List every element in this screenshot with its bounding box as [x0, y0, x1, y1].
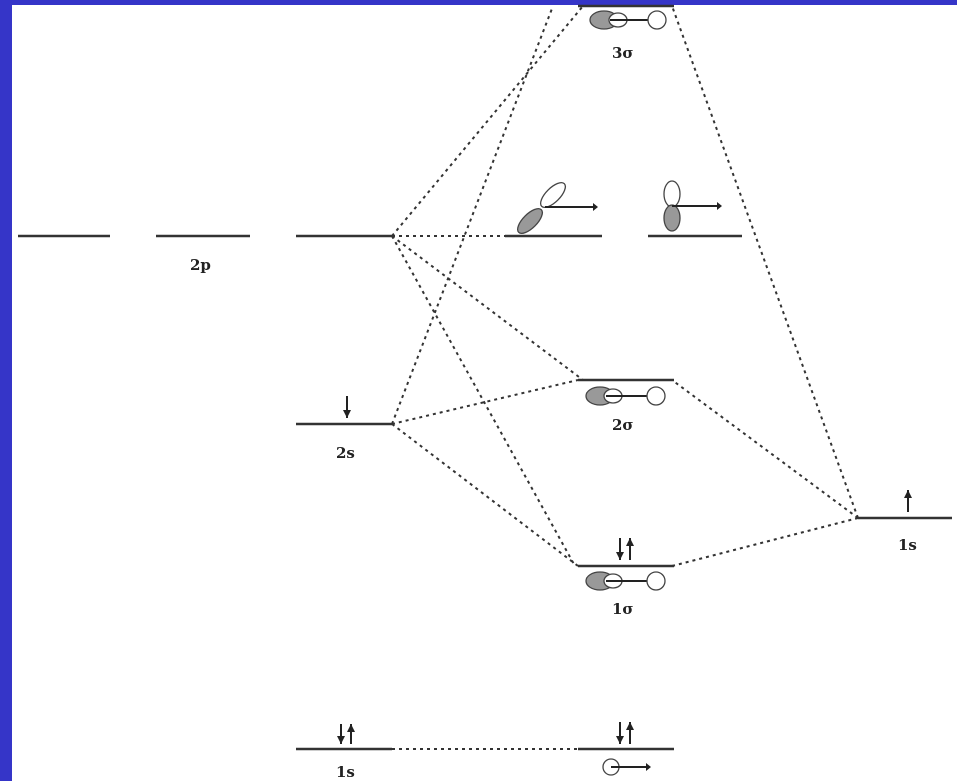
sigma-orbital-3-icon [589, 10, 667, 30]
label-h1s: 1s [898, 536, 917, 554]
electron-pair-1s [337, 724, 355, 744]
corr-2p-2sigma [391, 235, 584, 381]
label-2sigma: 2σ [612, 416, 634, 434]
electron-pair-1sigma [616, 538, 634, 560]
corr-h1s-2sigma [671, 379, 859, 519]
label-2s: 2s [336, 444, 355, 462]
correlation-lines [391, 5, 859, 750]
s-orbital-core-icon [602, 758, 651, 776]
corr-h1s-1sigma [671, 517, 859, 567]
label-2p: 2p [190, 256, 211, 274]
slide-frame-left [0, 0, 12, 781]
label-1s: 1s [336, 763, 355, 781]
slide-frame-top [0, 0, 957, 5]
sigma-orbital-1-icon [585, 571, 666, 591]
label-1sigma: 1σ [612, 600, 634, 618]
corr-2s-3sigma [391, 5, 554, 425]
left-atom-levels: 2p 2s 1s [18, 234, 392, 781]
p-orbital-tilted-icon [517, 182, 598, 234]
right-atom-levels: 1s [858, 490, 952, 554]
nonbonding-orbitals [505, 180, 742, 238]
corr-h1s-3sigma [671, 5, 859, 519]
mo-3sigma: 3σ [578, 4, 674, 62]
corr-2s-1sigma [391, 423, 579, 567]
mo-2sigma: 2σ [578, 378, 674, 434]
electron-h1s [904, 490, 912, 512]
mo-core-1s [578, 722, 674, 776]
sigma-orbital-2-icon [585, 386, 666, 406]
label-3sigma: 3σ [612, 44, 634, 62]
mo-1sigma: 1σ [578, 538, 674, 618]
corr-2p-3sigma [391, 5, 584, 237]
p-orbital-vertical-icon [663, 180, 722, 232]
electron-2s [343, 396, 351, 418]
electron-pair-core [616, 722, 634, 744]
corr-2p-1sigma [391, 235, 576, 567]
